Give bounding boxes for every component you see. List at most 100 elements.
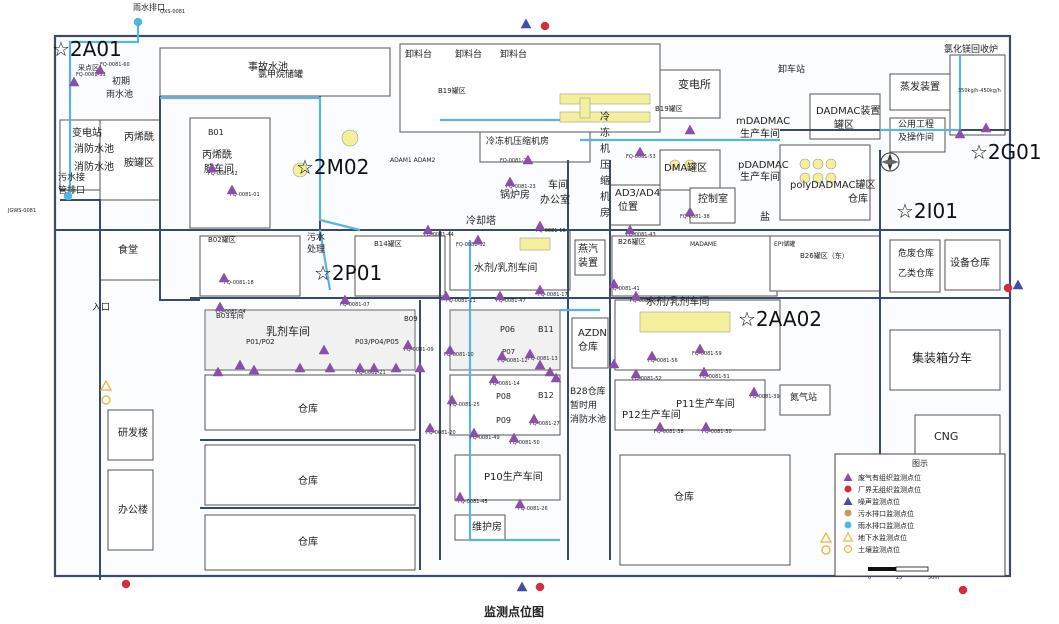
building-label: 集装箱分车 — [912, 350, 972, 365]
map-caption: 监测点位图 — [484, 604, 544, 619]
building-label: P08 — [496, 392, 511, 401]
waste-gas-marker — [354, 362, 366, 373]
building-label: AD3/AD4 — [615, 188, 660, 199]
fq-code: FQ-0081-14 — [490, 381, 520, 387]
building-label: 25 — [896, 575, 902, 581]
waste-gas-marker — [248, 364, 260, 375]
building-label: 乙类仓库 — [898, 267, 934, 279]
waste-gas-marker — [698, 366, 710, 377]
rainwater-outlet-marker — [63, 191, 73, 201]
building-label: 危废仓库 — [898, 247, 934, 259]
building-label: 冷却塔 — [466, 214, 496, 227]
waste-gas-marker — [700, 421, 712, 432]
building-label: 位置 — [618, 200, 638, 213]
building-label: 消防水池 — [74, 160, 114, 173]
waste-gas-marker — [522, 154, 534, 165]
legend-item-label: 雨水排口监测点位 — [858, 521, 914, 530]
waste-gas-marker — [422, 224, 434, 235]
waste-gas-marker — [534, 284, 546, 295]
waste-gas-marker — [544, 366, 556, 377]
legend: 图示 废气有组织监测点位厂界无组织监测点位噪声监测点位污水排口监测点位雨水排口监… — [834, 453, 1006, 577]
fq-code: FQ-0081-26 — [518, 506, 548, 512]
legend-item-label: 废气有组织监测点位 — [858, 473, 921, 482]
fq-code: FQ-0081-43 — [626, 232, 656, 238]
building-label: 消防水池 — [74, 142, 114, 155]
building-label: 采点区 — [78, 63, 99, 72]
legend-swatch — [844, 509, 852, 517]
fq-code: FQ-0081-09 — [404, 347, 434, 353]
waste-gas-marker — [414, 362, 426, 373]
star-point-label: ☆2M02 — [296, 155, 369, 179]
legend-item-label: 污水排口监测点位 — [858, 509, 914, 518]
fq-code: FQ-0081-38 — [654, 429, 684, 435]
fq-code: FQ-0081-12 — [498, 358, 528, 364]
building-label: 锅炉房 — [500, 188, 530, 201]
building-label: 水剂/乳剂车间 — [646, 295, 709, 308]
fq-code: FQ-0081-41 — [610, 286, 640, 292]
waste-gas-marker — [694, 343, 706, 354]
building-label: AZDN — [578, 328, 607, 339]
fq-code: FQ-0081-51 — [700, 374, 730, 380]
fq-code: FQ-0081-53 — [626, 154, 656, 160]
building-label: 0 — [868, 575, 871, 581]
building-label: 车间 — [548, 178, 568, 191]
building-label: 压 — [600, 159, 610, 171]
waste-gas-marker — [684, 206, 696, 217]
building-label: pDADMAC — [738, 160, 789, 171]
waste-gas-marker — [424, 422, 436, 433]
building-label: B09 — [404, 315, 418, 323]
waste-gas-marker — [226, 184, 238, 195]
building-label: 卸料台 — [455, 48, 482, 60]
building-label: 胺罐区 — [124, 156, 154, 169]
fq-code: FQ-0081-60 — [100, 62, 130, 68]
building-label: 维护房 — [472, 520, 502, 533]
building-label: 污水接 — [58, 171, 85, 183]
waste-gas-marker — [504, 176, 516, 187]
fq-code: FQ-0081-52 — [632, 376, 662, 382]
star-points: ☆2A01☆2M02☆2G01☆2I01☆2P01☆2AA02 — [52, 37, 1042, 331]
building-label: 盐 — [760, 210, 770, 223]
legend-swatch — [844, 485, 852, 493]
waste-gas-marker — [646, 350, 658, 361]
tank-clusters — [292, 93, 837, 333]
soil-marker — [101, 395, 111, 405]
star-point-label: ☆2P01 — [314, 261, 382, 285]
building-label: P07 — [502, 348, 515, 356]
building-label: B03车间 — [216, 311, 244, 320]
building-label: 氯化镁回收炉 — [944, 43, 998, 55]
building-label: EPI储罐 — [774, 240, 795, 248]
building-label: 燕汽 — [578, 242, 598, 255]
fq-code: FQ-0081-18 — [224, 280, 254, 286]
building-label: B12 — [538, 391, 554, 400]
legend-item-label: 地下水监测点位 — [858, 533, 907, 542]
building-label: 丙烯酰 — [202, 148, 232, 161]
building-label: 蒸发装置 — [900, 80, 940, 93]
waste-gas-marker — [494, 290, 506, 301]
waste-gas-marker — [954, 128, 966, 139]
building-label: 仓库 — [578, 340, 598, 353]
fq-code: FQ-0081-44 — [424, 232, 454, 238]
building-label: 50m — [928, 575, 939, 581]
building-label: 污水 — [307, 231, 325, 243]
boundary-gas-marker — [1003, 283, 1013, 293]
fq-code: FQ-0081-50 — [510, 440, 540, 446]
groundwater-marker — [99, 379, 113, 391]
building-label: 消防水池 — [570, 413, 606, 425]
building-label: CNG — [934, 430, 958, 443]
star-point-label: ☆2I01 — [896, 199, 958, 223]
building-label: 卸料台 — [500, 48, 527, 60]
building-label: DADMAC装置 — [816, 104, 880, 117]
legend-item-label: 噪声监测点位 — [858, 497, 900, 506]
fq-code: FQ-0081-20 — [426, 430, 456, 436]
waste-gas-marker — [528, 413, 540, 424]
star-point-label: ☆2G01 — [970, 140, 1042, 164]
waste-gas-marker — [468, 427, 480, 438]
building-label: B26罐区（东） — [800, 251, 849, 260]
fq-code: FQ-0081-25 — [450, 402, 480, 408]
building-label: B01 — [208, 128, 224, 137]
fq-code: FQ-0081-24 — [500, 158, 530, 164]
building-label: 装置 — [578, 256, 598, 269]
fq-code: FQ-0081-01 — [230, 192, 260, 198]
fq-code: FQ-0081-59 — [692, 351, 722, 357]
